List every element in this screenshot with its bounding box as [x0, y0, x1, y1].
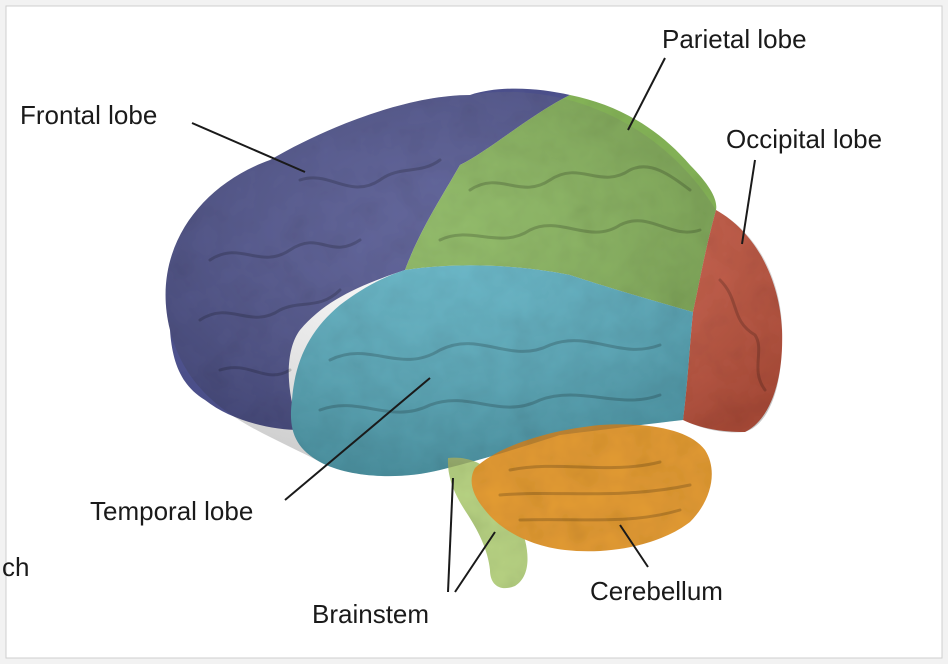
gyri-lines [198, 158, 767, 522]
occipital-lobe-leader-line [741, 159, 756, 245]
brainstem-leader-line-1 [447, 477, 454, 593]
cerebellum-label: Cerebellum [590, 576, 723, 606]
frontal-lobe-leader-line [191, 122, 306, 173]
occipital-lobe-label: Occipital lobe [726, 124, 882, 154]
cerebellum-leader-line [619, 524, 649, 568]
brainstem-label: Brainstem [312, 599, 429, 629]
parietal-lobe-leader-line [627, 57, 666, 131]
brain-shading [165, 91, 783, 477]
brainstem-region [447, 457, 528, 589]
cropped-text-fragment: ch [2, 552, 29, 582]
parietal-lobe-label: Parietal lobe [662, 24, 807, 54]
temporal-lobe-leader-line [284, 377, 431, 501]
cerebellum-region [471, 424, 712, 552]
leader-lines [191, 57, 756, 593]
frontal-lobe-label: Frontal lobe [20, 100, 157, 130]
brainstem-leader-line-2 [454, 531, 496, 593]
temporal-lobe-label: Temporal lobe [90, 496, 253, 526]
